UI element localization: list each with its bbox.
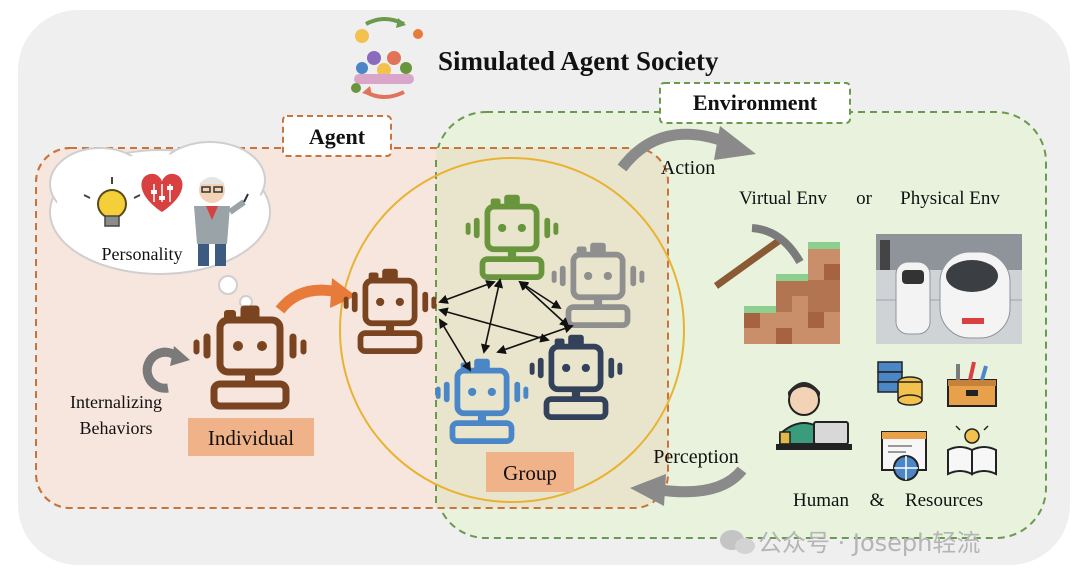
action-label: Action: [661, 157, 715, 179]
wechat-watermark: 公众号 · Joseph轻流: [720, 529, 980, 557]
agent-label-box: [282, 115, 392, 157]
individual-label-box: [188, 418, 314, 456]
perception-label: Perception: [653, 446, 739, 468]
amp-label: &: [870, 490, 885, 511]
environment-label: Environment: [693, 90, 818, 115]
individual-label: Individual: [208, 426, 294, 450]
perception-arrow: [630, 466, 747, 506]
personality-label: Personality: [102, 244, 183, 264]
book-idea-icon: [947, 425, 997, 476]
internalizing-loop-icon: [142, 346, 190, 393]
watermark-text: 公众号 · Joseph轻流: [758, 529, 980, 557]
agent-label: Agent: [309, 124, 366, 149]
group-label: Group: [503, 461, 557, 485]
database-icon: [877, 361, 923, 406]
society-icon: [351, 17, 423, 99]
virtual-env-staircase-image: [713, 224, 840, 344]
individual-to-group-arrow: [275, 278, 356, 314]
virtual-env-label: Virtual Env: [739, 188, 828, 209]
group-circle: [339, 157, 685, 503]
or-label: or: [856, 188, 873, 209]
internalizing-label-line1: Internalizing: [70, 392, 162, 412]
professor-figure-icon: [194, 177, 249, 266]
heart-sliders-icon: [141, 173, 183, 212]
physical-env-robot-photo: [876, 234, 1022, 344]
human-label: Human: [793, 490, 849, 511]
group-label-box: [486, 452, 574, 492]
resources-label: Resources: [905, 490, 983, 511]
environment-label-box: [659, 82, 851, 124]
physical-env-label: Physical Env: [900, 188, 1000, 209]
lightbulb-icon: [83, 177, 141, 227]
internalizing-label-line2: Behaviors: [80, 418, 153, 438]
diagram-title: Simulated Agent Society: [438, 46, 719, 76]
human-at-laptop-icon: [776, 382, 852, 450]
action-arrow: [617, 126, 756, 172]
group-interaction-arrows: [438, 278, 574, 372]
web-globe-icon: [881, 431, 927, 481]
toolbox-icon: [947, 361, 997, 407]
